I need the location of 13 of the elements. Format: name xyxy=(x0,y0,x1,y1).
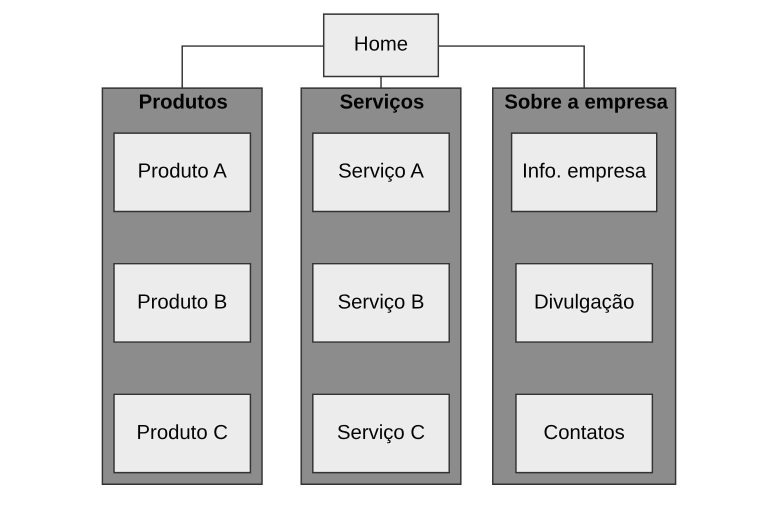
node-box: Produto C xyxy=(113,394,252,474)
connector xyxy=(380,76,382,88)
node-box: Contatos xyxy=(515,394,654,474)
node-box: Produto B xyxy=(113,262,252,343)
node-box: Divulgação xyxy=(515,262,654,343)
connector xyxy=(182,45,324,88)
node-box: Serviço A xyxy=(312,132,450,212)
node-box: Home xyxy=(322,13,440,78)
connector xyxy=(438,45,585,88)
node-box: Serviço B xyxy=(312,262,450,343)
node-box: Produto A xyxy=(113,132,252,212)
node-box: Serviço C xyxy=(312,394,450,474)
node-box: Info. empresa xyxy=(510,132,658,212)
